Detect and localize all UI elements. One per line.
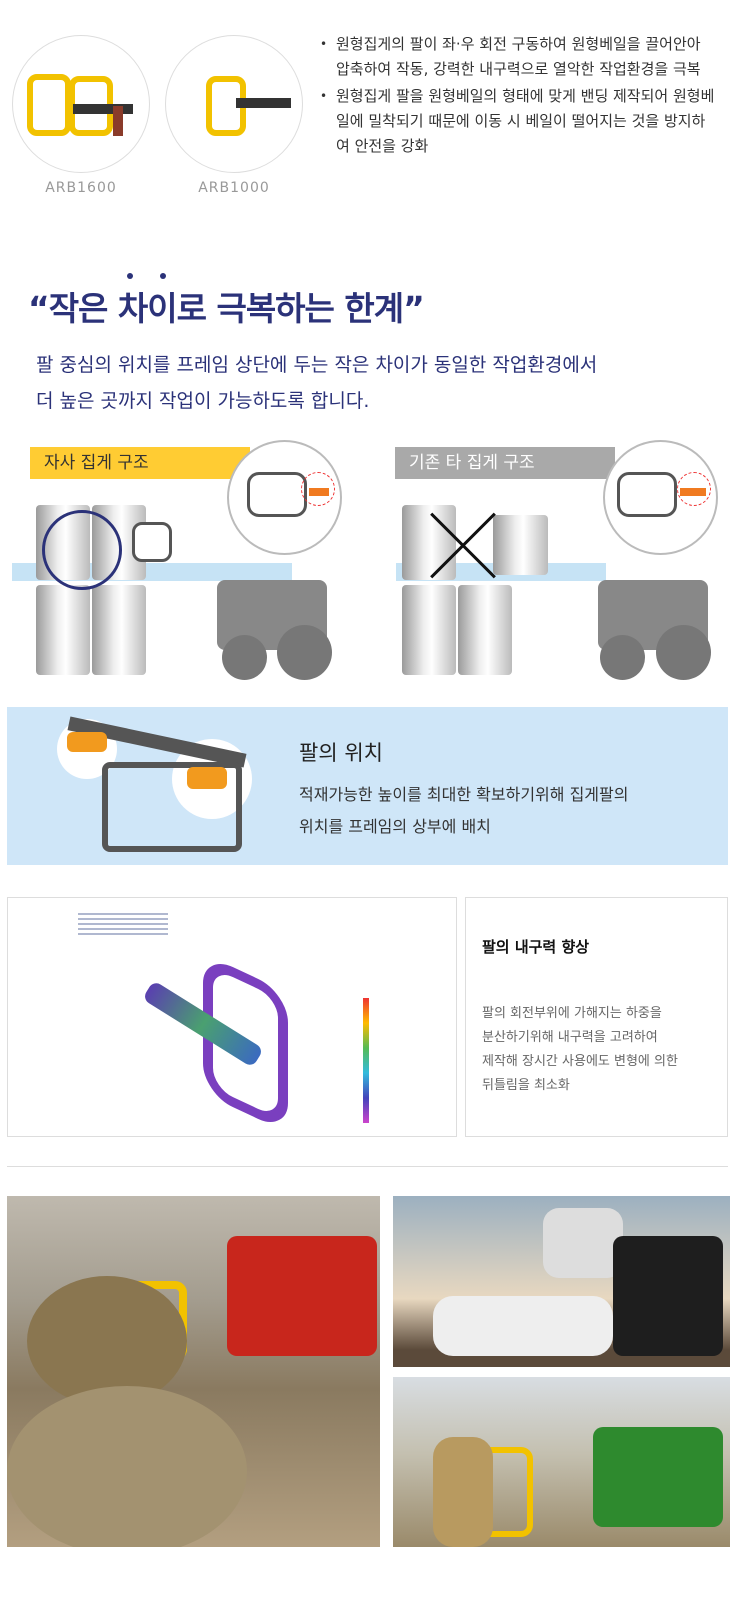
product-label: ARB1600	[45, 180, 117, 196]
panel-title: 팔의 위치	[299, 741, 383, 765]
field-photo-bale-lift	[393, 1196, 730, 1367]
diagram-tag: 기존 타 집게 구조	[395, 447, 615, 479]
diagram-our-structure: 자사 집게 구조	[12, 440, 357, 680]
emphasis-dot	[160, 273, 166, 279]
panel-title: 팔의 내구력 향상	[482, 938, 590, 956]
feature-item: 원형집게 팔을 원형베일의 형태에 맞게 밴딩 제작되어 원형베일에 밀착되기 …	[318, 84, 718, 159]
product-image-arb1600	[12, 35, 150, 173]
panel-text: 분산하기위해 내구력을 고려하여	[482, 1030, 658, 1045]
stress-analysis-image	[7, 897, 457, 1137]
feature-list: 원형집게의 팔이 좌·우 회전 구동하여 원형베일을 끌어안아 압축하여 작동,…	[318, 32, 718, 161]
section-subtitle: 팔 중심의 위치를 프레임 상단에 두는 작은 차이가 동일한 작업환경에서	[36, 354, 598, 376]
feature-item: 원형집게의 팔이 좌·우 회전 구동하여 원형베일을 끌어안아 압축하여 작동,…	[318, 32, 718, 82]
section-subtitle: 더 높은 곳까지 작업이 가능하도록 합니다.	[36, 390, 370, 412]
panel-text: 위치를 프레임의 상부에 배치	[299, 817, 491, 836]
divider	[7, 1166, 728, 1167]
emphasis-dot	[127, 273, 133, 279]
diagram-tag: 자사 집게 구조	[30, 447, 250, 479]
diagram-other-structure: 기존 타 집게 구조	[388, 440, 733, 680]
panel-text: 팔의 회전부위에 가해지는 하중을	[482, 1006, 662, 1021]
product-label: ARB1000	[198, 180, 270, 196]
product-image-arb1000	[165, 35, 303, 173]
highlight-circle	[42, 510, 122, 590]
arm-position-panel: 팔의 위치 적재가능한 높이를 최대한 확보하기위해 집게팔의 위치를 프레임의…	[7, 707, 728, 865]
panel-text: 제작해 장시간 사용에도 변형에 의한	[482, 1054, 678, 1069]
section-title: “작은 차이로 극복하는 한계”	[28, 289, 425, 328]
panel-text: 뒤틀림을 최소화	[482, 1078, 570, 1093]
field-photo-red-tractor	[7, 1196, 380, 1547]
field-photo-green-tractor	[393, 1377, 730, 1547]
durability-panel: 팔의 내구력 향상 팔의 회전부위에 가해지는 하중을 분산하기위해 내구력을 …	[465, 897, 728, 1137]
panel-text: 적재가능한 높이를 최대한 확보하기위해 집게팔의	[299, 785, 629, 804]
